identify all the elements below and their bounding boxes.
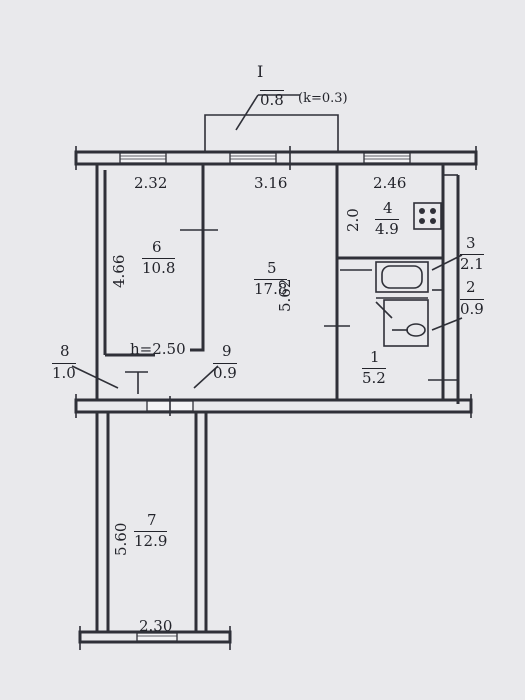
room8-number: 8 xyxy=(60,342,70,360)
partition-6-5 xyxy=(190,164,205,352)
window-room4 xyxy=(363,152,411,164)
room4-number: 4 xyxy=(383,199,393,217)
dim-room5-width: 3.16 xyxy=(254,174,288,192)
room7-number: 7 xyxy=(147,511,157,529)
room9-leader xyxy=(193,365,219,389)
toilet xyxy=(406,323,426,337)
room8-area: 1.0 xyxy=(52,363,76,382)
bathtub-basin xyxy=(381,265,423,289)
room9-number: 9 xyxy=(222,342,232,360)
room2-number: 2 xyxy=(466,278,476,296)
dim-room4-length: 2.0 xyxy=(344,208,362,232)
ceiling-height-note: h=2.50 xyxy=(130,340,186,358)
window-room7 xyxy=(136,632,178,642)
room6-number: 6 xyxy=(152,238,162,256)
balcony-leader-line xyxy=(235,94,259,131)
dim-room7-length: 5.60 xyxy=(112,522,130,556)
room2-area: 0.9 xyxy=(460,299,484,318)
room3-number: 3 xyxy=(466,234,476,252)
room3-area: 2.1 xyxy=(460,254,484,273)
window-room5 xyxy=(229,152,277,164)
balcony-area: 0.8 xyxy=(260,90,284,109)
room4-area: 4.9 xyxy=(375,219,399,238)
room6-area: 10.8 xyxy=(142,258,176,277)
room1-area: 5.2 xyxy=(362,368,386,387)
room5-number: 5 xyxy=(267,259,277,277)
bathroom-fixtures xyxy=(375,261,429,347)
room1-number: 1 xyxy=(370,348,380,366)
bathtub xyxy=(375,261,429,293)
balcony-outline xyxy=(204,114,339,152)
corridor-wall xyxy=(74,398,473,414)
stove-icon xyxy=(413,202,442,230)
dim-room6-length: 4.66 xyxy=(110,254,128,288)
balcony-label: I xyxy=(257,62,264,81)
room7-area: 12.9 xyxy=(134,531,168,550)
room5-area: 17.8 xyxy=(254,279,288,298)
dim-room7-width: 2.30 xyxy=(139,617,173,635)
balcony-coefficient: (k=0.3) xyxy=(298,91,348,106)
dim-room6-width: 2.32 xyxy=(134,174,168,192)
top-windows xyxy=(119,152,411,164)
room2-leader xyxy=(431,317,463,331)
toilet-room xyxy=(383,299,429,347)
dim-room4-width: 2.46 xyxy=(373,174,407,192)
window-room6 xyxy=(119,152,167,164)
room8-leader xyxy=(71,365,119,389)
room3-leader xyxy=(431,254,463,271)
kitchen-stove xyxy=(413,202,442,230)
room9-area: 0.9 xyxy=(213,363,237,382)
